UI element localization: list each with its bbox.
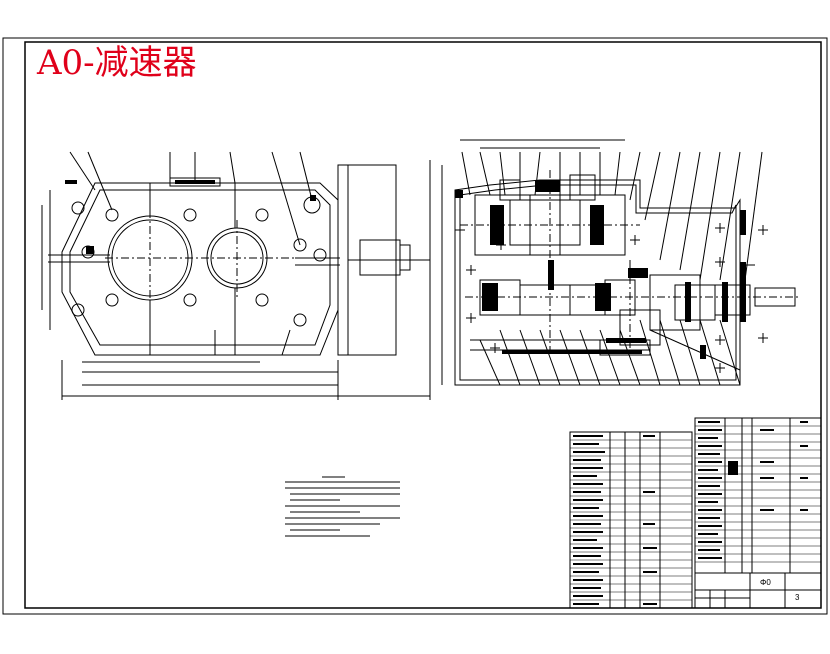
title-block-sheet-mark: Φ0 [760,578,771,587]
parts-list-left-rows [570,439,692,601]
parts-list-right-text [698,421,808,559]
outer-border [2,37,828,615]
parts-list-right-rows [695,425,821,563]
section-view [441,139,800,386]
inner-border [24,41,822,609]
top-view-dark-fill [65,180,316,254]
section-view-hatching [455,180,746,359]
technical-notes [285,476,400,537]
parts-list-left-text [573,435,657,605]
title-block-drawing-no: 3 [795,593,800,602]
top-view [41,151,431,400]
drawing-title: A0-减速器 [36,43,197,83]
title-block [694,572,822,609]
